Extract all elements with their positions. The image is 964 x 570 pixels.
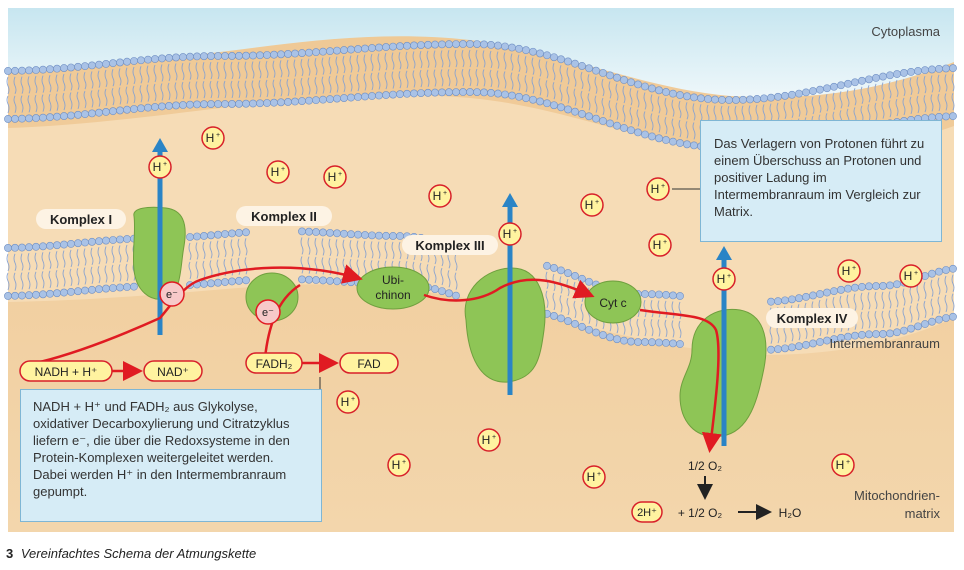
info-box-electron-sources: NADH + H⁺ und FADH₂ aus Glykolyse, oxida… (20, 389, 322, 522)
electron-label-2: e⁻ (262, 307, 274, 319)
proton-label: H (842, 264, 851, 278)
nad-label: NAD⁺ (157, 365, 189, 379)
proton-charge: + (216, 132, 220, 139)
protons-group: H+H+H+H+H+H+H+H+H+H+H+H+H+H+H+H+H+ (148, 126, 923, 489)
caption-number: 3 (6, 546, 14, 561)
proton-charge: + (661, 183, 665, 190)
proton-charge: + (663, 239, 667, 246)
proton-marker: H+ (336, 390, 360, 414)
complex-ii-label: Komplex II (251, 209, 317, 224)
two-protons-pill (631, 501, 663, 523)
proton-charge: + (402, 459, 406, 466)
proton-marker: H+ (201, 126, 225, 150)
proton-label: H (153, 160, 162, 174)
proton-label: H (341, 395, 350, 409)
proton-label: H (836, 458, 845, 472)
proton-marker: H+ (387, 453, 411, 477)
proton-pump-arrowhead-iv (716, 246, 732, 260)
proton-charge: + (727, 273, 731, 280)
cytochrome-c-carrier (584, 280, 642, 324)
proton-label: H (651, 182, 660, 196)
cytoplasm-region (8, 8, 954, 98)
proton-marker: H+ (580, 193, 604, 217)
plus-half-oxygen-label: + 1/2 O₂ (678, 506, 723, 520)
proton-marker: H+ (831, 453, 855, 477)
proton-label: H (433, 189, 442, 203)
proton-marker: H+ (477, 428, 501, 452)
matrix-label-line2: matrix (905, 506, 941, 521)
electron-path-to-cyt-c (423, 278, 595, 302)
outer-membrane (4, 40, 957, 152)
proton-charge: + (595, 199, 599, 206)
proton-label: H (206, 131, 215, 145)
electron-badge-1 (159, 281, 185, 307)
proton-marker: H+ (648, 233, 672, 257)
proton-marker: H+ (498, 222, 522, 246)
nad-pill (143, 360, 203, 382)
proton-label: H (585, 198, 594, 212)
proton-charge: + (914, 270, 918, 277)
complex-i-label: Komplex I (50, 212, 112, 227)
water-label: H₂O (779, 506, 802, 520)
ubiquinone-carrier (356, 266, 430, 310)
electron-path-to-oxygen (639, 308, 722, 453)
intermembrane-label: Intermembranraum (829, 336, 940, 351)
info-box-proton-gradient: Das Verlagern von Protonen führt zu eine… (700, 120, 942, 242)
proton-pump-arrowhead-i (152, 138, 168, 152)
fadh2-label: FADH₂ (256, 357, 293, 371)
two-protons-label: 2H⁺ (637, 507, 657, 519)
figure-caption: 3 Vereinfachtes Schema der Atmungskette (6, 546, 256, 561)
complex-ii-label-bg (236, 206, 332, 226)
complex-i-label-bg (36, 209, 126, 229)
proton-pump-arrowhead-iii (502, 193, 518, 207)
proton-charge: + (443, 190, 447, 197)
proton-marker: H+ (837, 259, 861, 283)
proton-label: H (587, 470, 596, 484)
proton-label: H (717, 272, 726, 286)
proton-marker: H+ (323, 165, 347, 189)
proton-charge: + (338, 171, 342, 178)
proton-marker: H+ (582, 465, 606, 489)
proton-marker: H+ (148, 155, 172, 179)
cytochrome-c-label: Cyt c (599, 296, 626, 310)
proton-charge: + (846, 459, 850, 466)
proton-label: H (503, 227, 512, 241)
proton-charge: + (351, 396, 355, 403)
complex-iv-label-bg (766, 308, 858, 328)
proton-label: H (653, 238, 662, 252)
proton-charge: + (163, 161, 167, 168)
proton-marker: H+ (428, 184, 452, 208)
proton-marker: H+ (646, 177, 670, 201)
proton-marker: H+ (266, 160, 290, 184)
proton-marker: H+ (712, 267, 736, 291)
electron-label-1: e⁻ (166, 289, 178, 301)
fad-label: FAD (357, 357, 381, 371)
caption-text: Vereinfachtes Schema der Atmungskette (20, 546, 257, 561)
half-oxygen-label: 1/2 O₂ (688, 459, 722, 473)
proton-charge: + (513, 228, 517, 235)
proton-label: H (482, 433, 491, 447)
complex-iv-label: Komplex IV (777, 311, 848, 326)
proton-charge: + (852, 265, 856, 272)
complex-iii-label-bg (402, 235, 498, 255)
proton-charge: + (281, 166, 285, 173)
complex-iii-label: Komplex III (415, 238, 484, 253)
proton-label: H (904, 269, 913, 283)
proton-marker: H+ (899, 264, 923, 288)
proton-charge: + (492, 434, 496, 441)
cytoplasm-label: Cytoplasma (871, 24, 940, 39)
ubiquinone-label-line2: chinon (375, 288, 410, 302)
proton-label: H (328, 170, 337, 184)
proton-label: H (392, 458, 401, 472)
matrix-label-line1: Mitochondrien- (854, 488, 940, 503)
ubiquinone-label-line1: Ubi- (382, 273, 404, 287)
nadh-label: NADH + H⁺ (35, 365, 98, 379)
proton-label: H (271, 165, 280, 179)
electron-badge-2 (255, 299, 281, 325)
fad-pill (339, 352, 399, 374)
proton-charge: + (597, 471, 601, 478)
